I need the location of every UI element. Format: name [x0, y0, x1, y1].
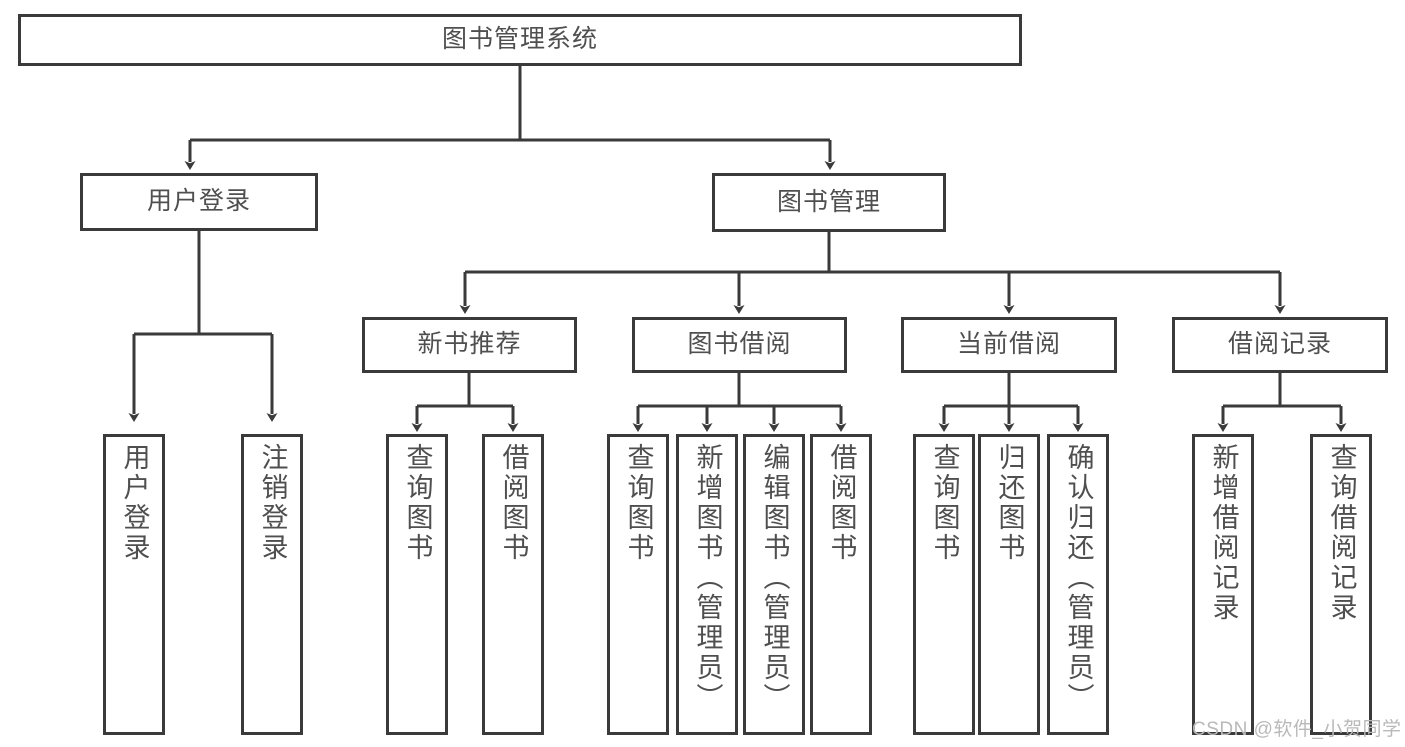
leaf-borrow-add-book-admin[interactable]: 新增图书（管理员）	[676, 434, 738, 735]
node-label: 用户登录	[119, 443, 150, 563]
node-label: 查询图书	[929, 443, 960, 563]
node-label: 当前借阅	[956, 330, 1061, 359]
leaf-record-add-record[interactable]: 新增借阅记录	[1192, 434, 1254, 735]
node-label: 新增图书（管理员）	[692, 443, 723, 713]
node-current-borrow[interactable]: 当前借阅	[901, 317, 1117, 373]
leaf-borrow-borrow-book[interactable]: 借阅图书	[810, 434, 872, 735]
leaf-current-return-book[interactable]: 归还图书	[978, 434, 1040, 735]
node-label: 借阅记录	[1227, 330, 1332, 359]
node-label: 查询图书	[402, 443, 433, 563]
leaf-borrow-edit-book-admin[interactable]: 编辑图书（管理员）	[743, 434, 805, 735]
node-label: 图书管理系统	[441, 25, 598, 54]
leaf-user-logout[interactable]: 注销登录	[241, 434, 303, 735]
node-book-borrow[interactable]: 图书借阅	[632, 317, 847, 373]
node-book-management[interactable]: 图书管理	[712, 173, 946, 232]
node-label: 新书推荐	[417, 330, 522, 359]
leaf-borrow-query-book[interactable]: 查询图书	[607, 434, 669, 735]
node-label: 用户登录	[146, 187, 251, 216]
node-root-system[interactable]: 图书管理系统	[18, 14, 1022, 66]
leaf-current-query-book[interactable]: 查询图书	[913, 434, 975, 735]
node-label: 图书借阅	[687, 330, 792, 359]
leaf-recommend-borrow-book[interactable]: 借阅图书	[482, 434, 544, 735]
node-label: 查询图书	[623, 443, 654, 563]
leaf-recommend-query-book[interactable]: 查询图书	[386, 434, 448, 735]
node-new-book-recommend[interactable]: 新书推荐	[362, 317, 577, 373]
node-label: 新增借阅记录	[1208, 443, 1239, 623]
leaf-current-confirm-return-admin[interactable]: 确认归还（管理员）	[1047, 434, 1109, 735]
node-label: 借阅图书	[826, 443, 857, 563]
node-label: 编辑图书（管理员）	[759, 443, 790, 713]
node-label: 借阅图书	[498, 443, 529, 563]
leaf-user-login[interactable]: 用户登录	[103, 434, 165, 735]
leaf-record-query-record[interactable]: 查询借阅记录	[1310, 434, 1372, 735]
node-label: 注销登录	[257, 443, 288, 563]
node-label: 查询借阅记录	[1326, 443, 1357, 623]
node-label: 确认归还（管理员）	[1063, 443, 1094, 713]
node-user-login[interactable]: 用户登录	[80, 173, 318, 231]
watermark: CSDN @软件_小贺同学	[1192, 719, 1402, 740]
node-label: 图书管理	[776, 187, 881, 216]
node-label: 归还图书	[994, 443, 1025, 563]
node-borrow-record[interactable]: 借阅记录	[1172, 317, 1388, 373]
